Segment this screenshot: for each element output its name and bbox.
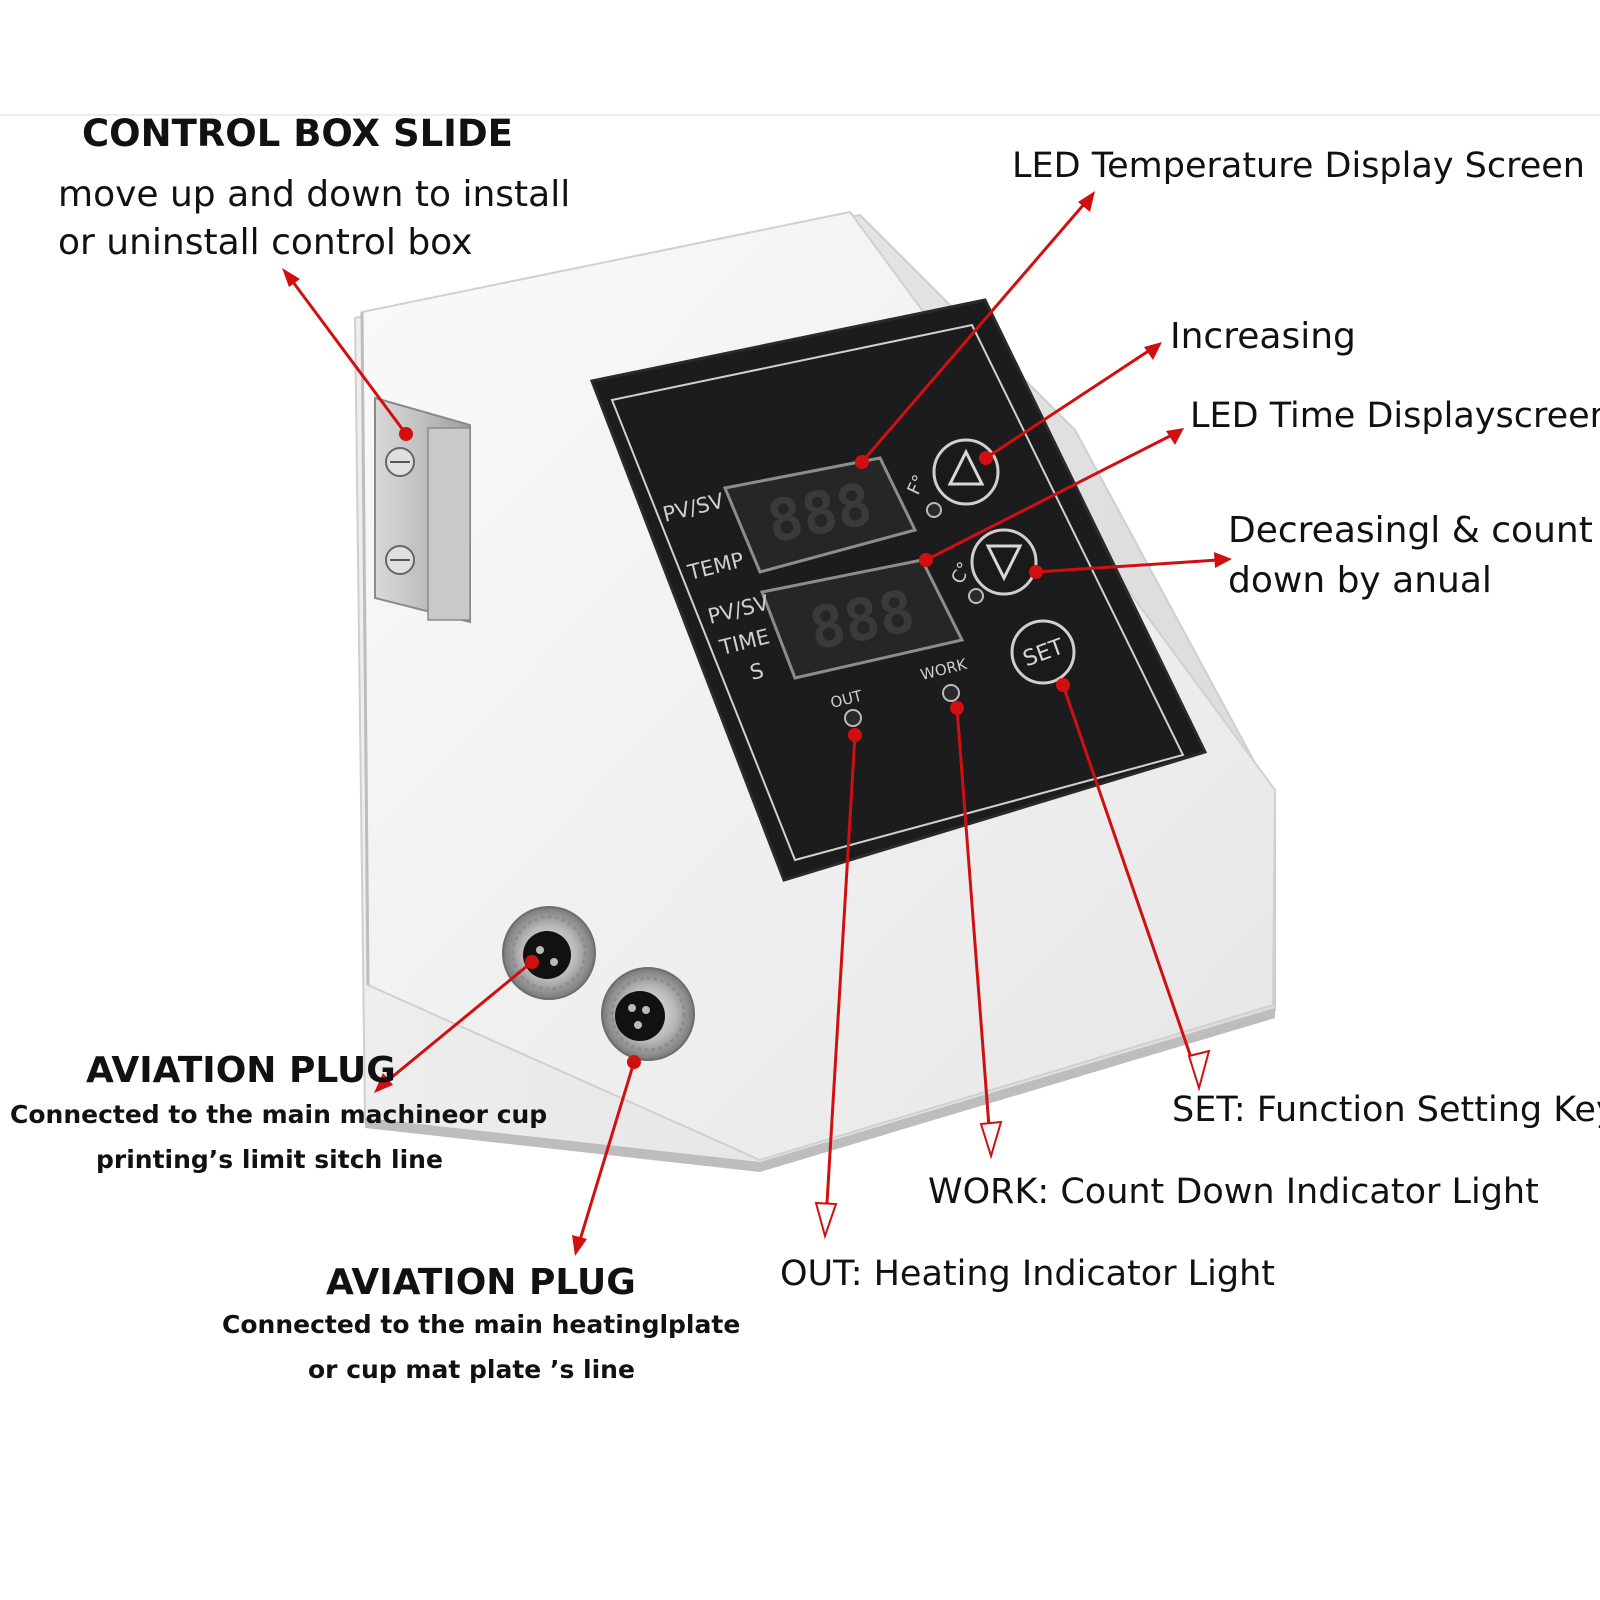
aviation-plug-2-title: AVIATION PLUG [326, 1262, 636, 1303]
arrow-work [955, 707, 992, 1141]
arrow-slide [291, 281, 408, 435]
increase-button[interactable] [932, 438, 1000, 506]
arrow-plug-2 [578, 1061, 636, 1241]
time-label-s: S [747, 658, 766, 685]
aviation-plug-1 [502, 906, 596, 1000]
unit-c-led [968, 588, 984, 604]
set-button[interactable]: SET [1010, 619, 1076, 685]
aviation-plug-1-line2: printing’s limit sitch line [96, 1145, 443, 1174]
control-box-slide-line2: or uninstall control box [58, 222, 473, 263]
set-key-label: SET: Function Setting Key [1172, 1090, 1600, 1130]
unit-f-led [926, 502, 942, 518]
aviation-plug-1-title: AVIATION PLUG [86, 1050, 396, 1091]
decreasing-label-line1: Decreasingl & count [1228, 510, 1593, 551]
led-temp-label: LED Temperature Display Screen [1012, 146, 1585, 186]
arrow-plug-1 [385, 960, 533, 1084]
work-light-callout: WORK: Count Down Indicator Light [928, 1172, 1539, 1212]
arrow-led-temp [860, 202, 1087, 463]
led-time-label: LED Time Displayscreen [1190, 396, 1600, 436]
work-indicator-led [942, 684, 960, 702]
up-triangle-icon [947, 448, 985, 486]
aviation-plug-2-line1: Connected to the main heatinglplate [222, 1310, 741, 1339]
decrease-button[interactable] [970, 528, 1038, 596]
arrow-set [1061, 684, 1198, 1073]
increasing-label: Increasing [1170, 316, 1356, 357]
decreasing-label-line2: down by anual [1228, 560, 1492, 601]
out-light-callout: OUT: Heating Indicator Light [780, 1254, 1276, 1294]
temp-led-window [722, 456, 918, 574]
aviation-plug-1-line1: Connected to the main machineor cup [10, 1100, 548, 1129]
arrow-increasing [985, 348, 1151, 460]
control-box-slide-title: CONTROL BOX SLIDE [82, 112, 513, 155]
control-box-slide-line1: move up and down to install [58, 174, 571, 215]
out-indicator-led [844, 709, 862, 727]
down-triangle-icon [985, 544, 1023, 582]
panel-border-line [610, 323, 1185, 862]
arrow-led-time [925, 434, 1171, 562]
arrow-out [824, 734, 857, 1221]
time-led-window [759, 558, 965, 680]
aviation-plug-2-line2: or cup mat plate ’s line [308, 1355, 635, 1384]
arrow-decreasing [1035, 558, 1219, 574]
aviation-plug-2 [601, 967, 695, 1061]
callout-arrows [282, 191, 1232, 1256]
